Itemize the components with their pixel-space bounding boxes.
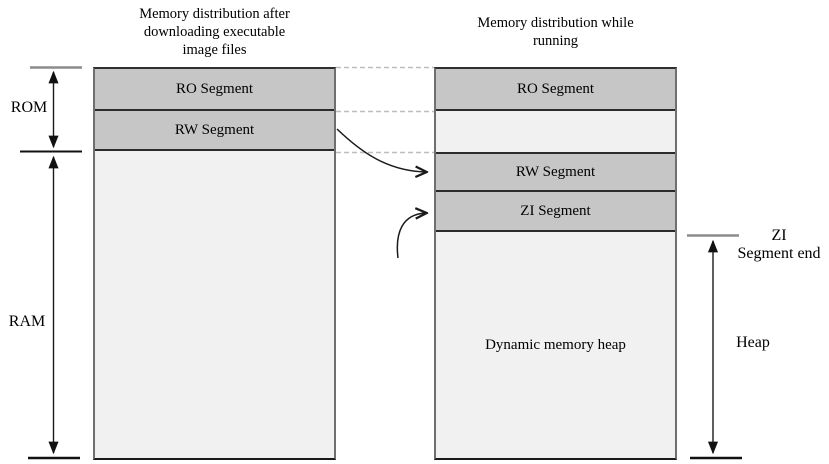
left-title-line: image files — [182, 42, 247, 58]
left-rw-segment-label: RW Segment — [174, 121, 255, 138]
right-column-title: Memory distribution while running — [434, 14, 677, 50]
zi-segment-end-label: ZI Segment end — [719, 227, 829, 263]
zi-mapping-arrow — [396, 213, 426, 259]
left-title-line: downloading executable — [143, 24, 286, 40]
left-empty-area — [95, 151, 334, 458]
left-title-line: Memory distribution after — [139, 6, 290, 22]
right-empty-area — [436, 111, 675, 152]
dynamic-memory-heap-area: Dynamic memory heap — [436, 232, 675, 458]
dynamic-memory-heap-label: Dynamic memory heap — [485, 336, 626, 353]
rw-mapping-arrow — [336, 128, 426, 172]
left-column-title: Memory distribution after downloading ex… — [93, 5, 336, 59]
right-memory-column: RO Segment RW Segment ZI Segment Dynamic… — [434, 67, 677, 460]
right-zi-segment: ZI Segment — [436, 192, 675, 232]
left-ro-segment-label: RO Segment — [175, 80, 254, 97]
right-ro-segment: RO Segment — [436, 69, 675, 111]
ram-label: RAM — [8, 313, 46, 330]
right-ro-segment-label: RO Segment — [516, 80, 595, 97]
right-rw-segment: RW Segment — [436, 152, 675, 192]
right-title-line: Memory distribution while — [477, 15, 634, 31]
left-ro-segment: RO Segment — [95, 69, 334, 111]
right-rw-segment-label: RW Segment — [515, 163, 596, 180]
heap-label: Heap — [736, 334, 770, 351]
right-title-line: running — [532, 33, 579, 49]
zi-segment-end-line2: Segment end — [737, 245, 821, 262]
left-memory-column: RO Segment RW Segment — [93, 67, 336, 460]
left-rw-segment: RW Segment — [95, 111, 334, 151]
rom-label: ROM — [10, 99, 48, 116]
zi-segment-end-line1: ZI — [771, 227, 787, 244]
right-zi-segment-label: ZI Segment — [520, 202, 591, 219]
